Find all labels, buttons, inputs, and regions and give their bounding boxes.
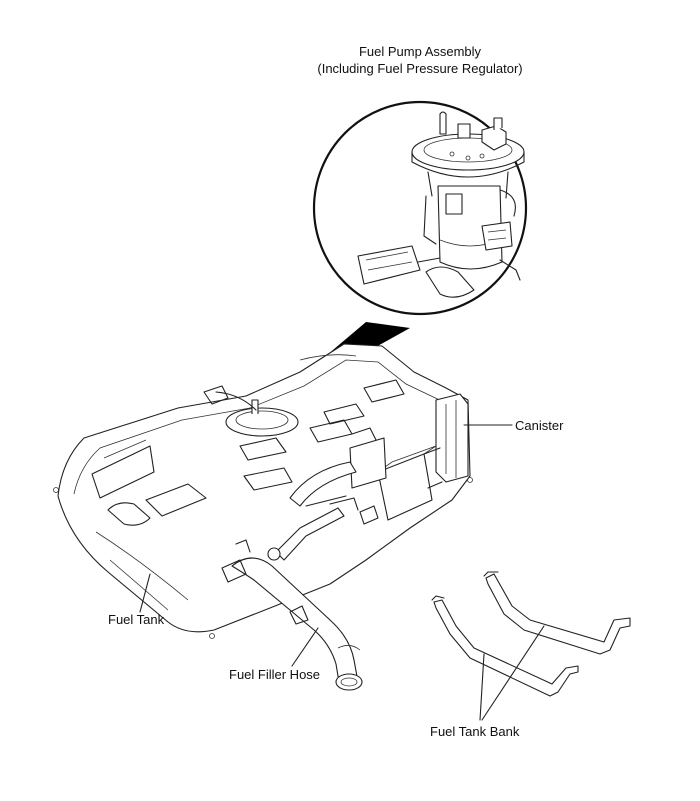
fuel-filler-hose-label: Fuel Filler Hose	[229, 667, 321, 682]
canister-label: Canister	[515, 418, 564, 433]
fuel-tank-label: Fuel Tank	[108, 612, 165, 627]
fuel-tank-bank	[431, 571, 631, 697]
fuel-tank	[53, 343, 473, 639]
fuel-pressure-regulator-label: (Including Fuel Pressure Regulator)	[317, 61, 523, 76]
fuel-tank-leader	[139, 573, 151, 613]
fuel-filler-hose-leader	[291, 627, 319, 667]
fuel-tank-bank-leader-2	[481, 625, 545, 721]
fuel-tank-bank-leader-1	[479, 653, 485, 721]
leader-lines	[139, 424, 545, 721]
fuel-pump-assembly	[357, 111, 525, 298]
canister	[349, 393, 469, 525]
fuel-tank-bank-label: Fuel Tank Bank	[430, 724, 520, 739]
fuel-lines	[267, 461, 359, 561]
fuel-pump-assembly-label: Fuel Pump Assembly	[358, 44, 482, 59]
fuel-filler-hose	[221, 539, 363, 691]
